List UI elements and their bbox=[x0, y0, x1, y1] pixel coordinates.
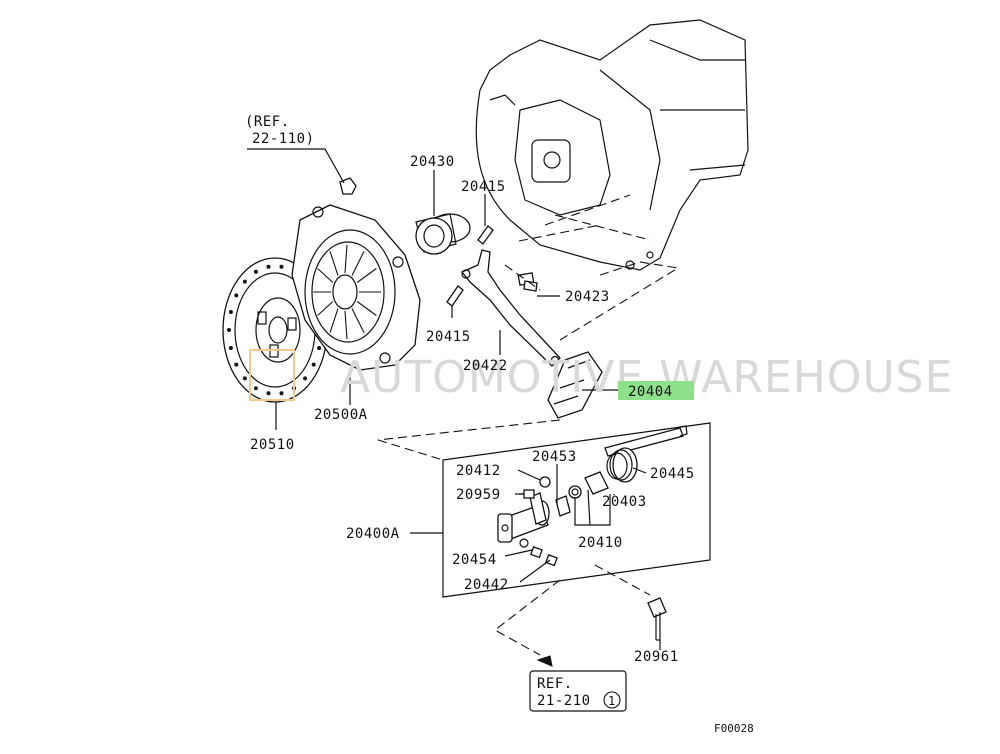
disc-rivet bbox=[253, 269, 258, 274]
disc-rivet bbox=[228, 310, 233, 314]
label-20510: 20510 bbox=[250, 437, 295, 453]
label-20400A: 20400A bbox=[346, 526, 400, 542]
disc-rivet bbox=[234, 362, 239, 367]
diaphragm-finger bbox=[329, 308, 339, 333]
bleeder-screw-20454 bbox=[530, 546, 543, 559]
slave-cylinder-kit-box bbox=[410, 422, 711, 598]
disc-rivet bbox=[317, 346, 322, 350]
diaphragm-finger bbox=[317, 301, 334, 316]
boot-20404 bbox=[547, 351, 603, 419]
leader-lines bbox=[377, 194, 680, 656]
release-bearing-20430 bbox=[415, 213, 471, 255]
diaphragm-finger bbox=[356, 268, 377, 283]
label-20500A: 20500A bbox=[314, 407, 368, 423]
diaphragm-finger bbox=[344, 244, 348, 274]
transmission-housing bbox=[475, 19, 749, 271]
label-20430: 20430 bbox=[410, 154, 455, 170]
label-20403: 20403 bbox=[602, 494, 647, 510]
diaphragm-finger bbox=[344, 310, 348, 340]
bleeder-cap-20442 bbox=[545, 554, 558, 567]
label-20961: 20961 bbox=[634, 649, 679, 665]
clip-20415-lower bbox=[446, 285, 464, 307]
disc-rivet bbox=[266, 391, 271, 396]
clip-20415-upper bbox=[477, 225, 494, 245]
pivot-bolt-20423 bbox=[517, 272, 538, 292]
highlight-20404 bbox=[618, 381, 694, 400]
disc-rivet bbox=[227, 328, 231, 332]
boot-20403 bbox=[606, 447, 638, 483]
diaphragm-finger bbox=[351, 308, 365, 333]
label-20442: 20442 bbox=[464, 577, 509, 593]
label-20415-upper: 20415 bbox=[461, 179, 506, 195]
ref-bottom-line2: 21-210 bbox=[537, 693, 591, 709]
label-20959: 20959 bbox=[456, 487, 501, 503]
disc-rivet bbox=[242, 376, 247, 381]
callout-lines bbox=[247, 148, 661, 650]
piston-20410 bbox=[555, 471, 609, 517]
watermark: AUTOMOTIVE WAREHOUSE bbox=[249, 349, 952, 403]
label-20453: 20453 bbox=[532, 449, 577, 465]
disc-rivet bbox=[242, 279, 247, 284]
diaphragm-finger bbox=[351, 251, 365, 276]
label-20412: 20412 bbox=[456, 463, 501, 479]
ref-bottom-line1: REF. bbox=[537, 676, 573, 692]
label-20422: 20422 bbox=[463, 358, 508, 374]
label-20415-lower: 20415 bbox=[426, 329, 471, 345]
disc-rivet bbox=[234, 293, 239, 298]
disc-rivet bbox=[279, 391, 284, 396]
diaphragm-finger bbox=[329, 251, 339, 276]
diaphragm-finger bbox=[317, 268, 334, 283]
label-20423: 20423 bbox=[565, 289, 610, 305]
ref-bottom-circle: 1 bbox=[608, 694, 615, 708]
disc-rivet bbox=[303, 376, 308, 381]
disc-rivet bbox=[311, 362, 316, 367]
bolt-20961 bbox=[647, 597, 667, 641]
disc-rivet bbox=[279, 264, 284, 269]
spring-20453 bbox=[529, 492, 547, 525]
pressure-plate-20500A bbox=[291, 204, 421, 371]
label-20445: 20445 bbox=[650, 466, 695, 482]
label-20404: 20404 bbox=[628, 384, 673, 400]
ref-top-line1: (REF. bbox=[245, 114, 290, 130]
figure-code: F00028 bbox=[714, 722, 754, 735]
disc-rivet bbox=[228, 346, 233, 350]
diaphragm-finger bbox=[356, 301, 377, 316]
ref-bottom-box: REF. 21-210 1 bbox=[529, 670, 627, 712]
release-fork-20422 bbox=[460, 249, 561, 367]
bleeder-cap-20412 bbox=[539, 476, 551, 488]
label-20410: 20410 bbox=[578, 535, 623, 551]
label-20454: 20454 bbox=[452, 552, 497, 568]
ref-arrow-icon bbox=[536, 655, 553, 667]
disc-rivet bbox=[266, 264, 271, 269]
disc-rivet bbox=[253, 386, 258, 391]
ref-top-line2: 22-110) bbox=[252, 131, 315, 147]
